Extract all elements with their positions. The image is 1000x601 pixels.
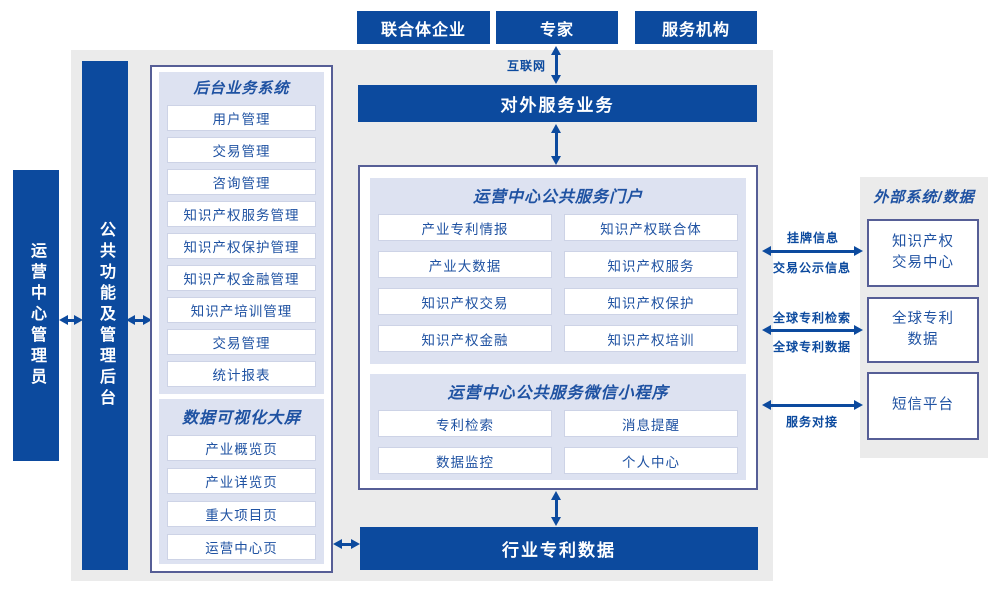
portal-item: 知识产权联合体 bbox=[564, 214, 738, 241]
backend-item: 知识产权金融管理 bbox=[167, 265, 316, 291]
public-function-backend-bar: 公共功能及管理后台 bbox=[82, 61, 128, 570]
portal-item-grid: 产业专利情报 知识产权联合体 产业大数据 知识产权服务 知识产权交易 知识产权保… bbox=[370, 207, 746, 352]
data-screen-list: 产业概览页 产业详览页 重大项目页 运营中心页 bbox=[159, 428, 324, 560]
data-screen-title: 数据可视化大屏 bbox=[181, 410, 301, 427]
portal-item: 产业专利情报 bbox=[378, 214, 552, 241]
label-global-patent-data: 全球专利数据 bbox=[772, 340, 851, 354]
entity-consortium-enterprises: 联合体企业 bbox=[357, 11, 490, 44]
entity-experts: 专家 bbox=[496, 11, 618, 44]
data-screen-item: 产业详览页 bbox=[167, 468, 316, 494]
backend-system-list: 用户管理 交易管理 咨询管理 知识产权服务管理 知识产权保护管理 知识产权金融管… bbox=[159, 98, 324, 387]
label-listing-info: 挂牌信息 bbox=[786, 231, 839, 245]
mini-program-item: 消息提醒 bbox=[564, 410, 738, 437]
mini-program-item-grid: 专利检索 消息提醒 数据监控 个人中心 bbox=[370, 403, 746, 474]
external-box-ip-trade-center: 知识产权 交易中心 bbox=[867, 219, 979, 287]
label-trade-publicity-info: 交易公示信息 bbox=[772, 261, 851, 275]
connector-service-portal-arrow bbox=[551, 124, 561, 165]
data-screen-item: 运营中心页 bbox=[167, 534, 316, 560]
mini-program-section: 运营中心公共服务微信小程序 专利检索 消息提醒 数据监控 个人中心 bbox=[370, 374, 746, 480]
backend-item: 交易管理 bbox=[167, 329, 316, 355]
portal-section: 运营中心公共服务门户 产业专利情报 知识产权联合体 产业大数据 知识产权服务 知… bbox=[370, 178, 746, 364]
backend-item: 知识产培训管理 bbox=[167, 297, 316, 323]
backend-system-title: 后台业务系统 bbox=[193, 80, 290, 97]
portal-item: 知识产权交易 bbox=[378, 288, 552, 315]
data-screen-item: 产业概览页 bbox=[167, 435, 316, 461]
connector-trade-center-arrow bbox=[762, 246, 863, 256]
backend-item: 知识产权服务管理 bbox=[167, 201, 316, 227]
data-screen-item: 重大项目页 bbox=[167, 501, 316, 527]
portal-item: 知识产权保护 bbox=[564, 288, 738, 315]
external-box-global-patent-data: 全球专利 数据 bbox=[867, 297, 979, 363]
connector-backend-panel-arrow bbox=[126, 315, 152, 325]
external-box-sms-platform: 短信平台 bbox=[867, 372, 979, 440]
connector-leftpanel-patent-arrow bbox=[333, 539, 360, 549]
portal-section-title: 运营中心公共服务门户 bbox=[472, 189, 643, 206]
mini-program-item: 数据监控 bbox=[378, 447, 552, 474]
backend-item: 咨询管理 bbox=[167, 169, 316, 195]
backend-item: 统计报表 bbox=[167, 361, 316, 387]
center-panel: 运营中心公共服务门户 产业专利情报 知识产权联合体 产业大数据 知识产权服务 知… bbox=[358, 165, 758, 490]
backend-item: 用户管理 bbox=[167, 105, 316, 131]
portal-item: 产业大数据 bbox=[378, 251, 552, 278]
internet-label: 互联网 bbox=[506, 59, 546, 73]
label-global-patent-search: 全球专利检索 bbox=[772, 311, 851, 325]
mini-program-item: 专利检索 bbox=[378, 410, 552, 437]
entity-service-agencies: 服务机构 bbox=[635, 11, 757, 44]
connector-sms-platform-arrow bbox=[762, 400, 863, 410]
backend-system-section: 后台业务系统 用户管理 交易管理 咨询管理 知识产权服务管理 知识产权保护管理 … bbox=[159, 72, 324, 394]
backend-item: 交易管理 bbox=[167, 137, 316, 163]
connector-patent-data-arrow bbox=[551, 491, 561, 526]
backend-item: 知识产权保护管理 bbox=[167, 233, 316, 259]
connector-internet-arrow bbox=[551, 46, 561, 84]
connector-admin-backend-arrow bbox=[59, 315, 83, 325]
portal-item: 知识产权服务 bbox=[564, 251, 738, 278]
connector-global-patent-arrow bbox=[762, 325, 863, 335]
industry-patent-data-bar: 行业专利数据 bbox=[360, 527, 758, 570]
external-service-bar: 对外服务业务 bbox=[358, 85, 757, 122]
mini-program-section-title: 运营中心公共服务微信小程序 bbox=[447, 385, 669, 402]
mini-program-item: 个人中心 bbox=[564, 447, 738, 474]
portal-item: 知识产权培训 bbox=[564, 325, 738, 352]
data-screen-section: 数据可视化大屏 产业概览页 产业详览页 重大项目页 运营中心页 bbox=[159, 399, 324, 564]
external-systems-title: 外部系统/数据 bbox=[873, 189, 975, 206]
label-service-connect: 服务对接 bbox=[785, 415, 838, 429]
operation-center-admin-bar: 运营中心管理员 bbox=[13, 170, 59, 461]
portal-item: 知识产权金融 bbox=[378, 325, 552, 352]
external-systems-panel: 外部系统/数据 知识产权 交易中心 全球专利 数据 短信平台 bbox=[860, 177, 988, 458]
left-panel: 后台业务系统 用户管理 交易管理 咨询管理 知识产权服务管理 知识产权保护管理 … bbox=[150, 65, 333, 573]
